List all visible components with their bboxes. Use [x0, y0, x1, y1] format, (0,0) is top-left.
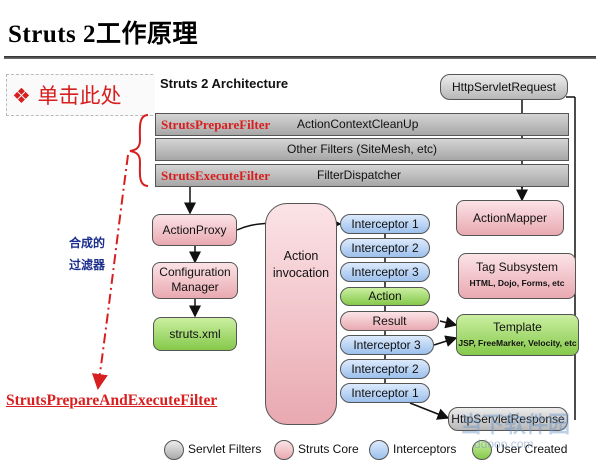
watermark-text: 当下软件园 [460, 413, 571, 438]
click-placeholder-box[interactable] [6, 74, 158, 116]
legend-interceptor-label: Interceptors [393, 442, 457, 456]
legend-core-label: Struts Core [298, 442, 359, 456]
struts-xml-node: struts.xml [153, 317, 237, 351]
result-label: Result [372, 314, 407, 328]
combined-filter-side-label: 合成的 过滤器 [62, 232, 112, 276]
action-proxy-node: ActionProxy [152, 214, 237, 246]
http-request-label: HttpServletRequest [451, 80, 557, 94]
other-filters-label: Other Filters (SiteMesh, etc) [287, 142, 438, 156]
template-title: Template [493, 320, 542, 334]
prepare-filter-annotation: StrutsPrepareFilter [161, 117, 271, 132]
title-divider [4, 56, 596, 59]
result-node: Result [340, 311, 439, 331]
config-manager-node: Configuration Manager [152, 262, 238, 299]
action-invocation-node: Action invocation [265, 203, 337, 425]
tag-subsystem-title: Tag Subsystem [475, 260, 559, 274]
watermark-sub: ddooo.com [474, 437, 534, 451]
action-proxy-label: ActionProxy [162, 223, 227, 237]
page-title: Struts 2工作原理 [8, 21, 199, 48]
interceptor-2-post-label: Interceptor 2 [351, 362, 419, 376]
template-node: Template JSP, FreeMarker, Velocity, etc [456, 314, 579, 356]
tag-subsystem-sub: HTML, Dojo, Forms, etc [469, 278, 565, 288]
http-response-node: HttpServletResponse [448, 407, 568, 431]
legend-user-label: User Created [496, 442, 568, 456]
filter-bar-dispatcher: StrutsExecuteFilter FilterDispatcher [155, 164, 569, 187]
template-sub: JSP, FreeMarker, Velocity, etc [458, 338, 577, 348]
legend-interceptor-swatch [369, 440, 389, 460]
config-manager-line-1: Configuration [159, 265, 231, 279]
interceptor-1-pre-label: Interceptor 1 [351, 217, 419, 231]
execute-filter-annotation: StrutsExecuteFilter [161, 168, 271, 183]
interceptor-3-post-label: Interceptor 3 [353, 338, 421, 352]
config-manager-line-2: Manager [171, 280, 219, 294]
interceptor-1-post: Interceptor 1 [340, 383, 430, 403]
legend-user-swatch [472, 440, 492, 460]
diagram-title: Struts 2 Architecture [160, 76, 289, 91]
http-request-node: HttpServletRequest [440, 74, 568, 100]
click-hint-text[interactable]: ❖ 单击此处 [12, 84, 122, 108]
interceptor-1-pre: Interceptor 1 [340, 214, 430, 234]
dispatcher-label: FilterDispatcher [317, 168, 402, 182]
interceptor-3-post: Interceptor 3 [340, 335, 434, 355]
interceptor-1-post-label: Interceptor 1 [351, 386, 419, 400]
legend-servlet-label: Servlet Filters [188, 442, 262, 456]
interceptor-2-post: Interceptor 2 [340, 359, 430, 379]
tag-subsystem-node: Tag Subsystem HTML, Dojo, Forms, etc [458, 253, 576, 299]
action-invocation-line-1: Action [283, 249, 319, 263]
interceptor-3-pre-label: Interceptor 3 [351, 265, 419, 279]
legend-servlet-swatch [164, 440, 184, 460]
http-response-label: HttpServletResponse [451, 412, 565, 426]
side-label-line-1: 合成的 [68, 236, 105, 250]
filter-bar-cleanup: StrutsPrepareFilter ActionContextCleanUp [155, 113, 569, 136]
action-label: Action [368, 289, 402, 303]
cleanup-filter-label: ActionContextCleanUp [297, 117, 419, 131]
interceptor-2-pre: Interceptor 2 [340, 238, 430, 258]
combined-filter-link[interactable]: StrutsPrepareAndExecuteFilter [6, 392, 218, 409]
action-mapper-label: ActionMapper [472, 211, 548, 225]
action-mapper-node: ActionMapper [456, 200, 564, 236]
action-node: Action [340, 287, 430, 306]
interceptor-2-pre-label: Interceptor 2 [351, 241, 419, 255]
interceptor-3-pre: Interceptor 3 [340, 262, 430, 282]
side-label-line-2: 过滤器 [68, 258, 105, 272]
filter-bar-other: Other Filters (SiteMesh, etc) [155, 138, 569, 161]
action-invocation-line-2: invocation [272, 266, 330, 280]
legend-core-swatch [274, 440, 294, 460]
struts-xml-label: struts.xml [169, 327, 221, 341]
